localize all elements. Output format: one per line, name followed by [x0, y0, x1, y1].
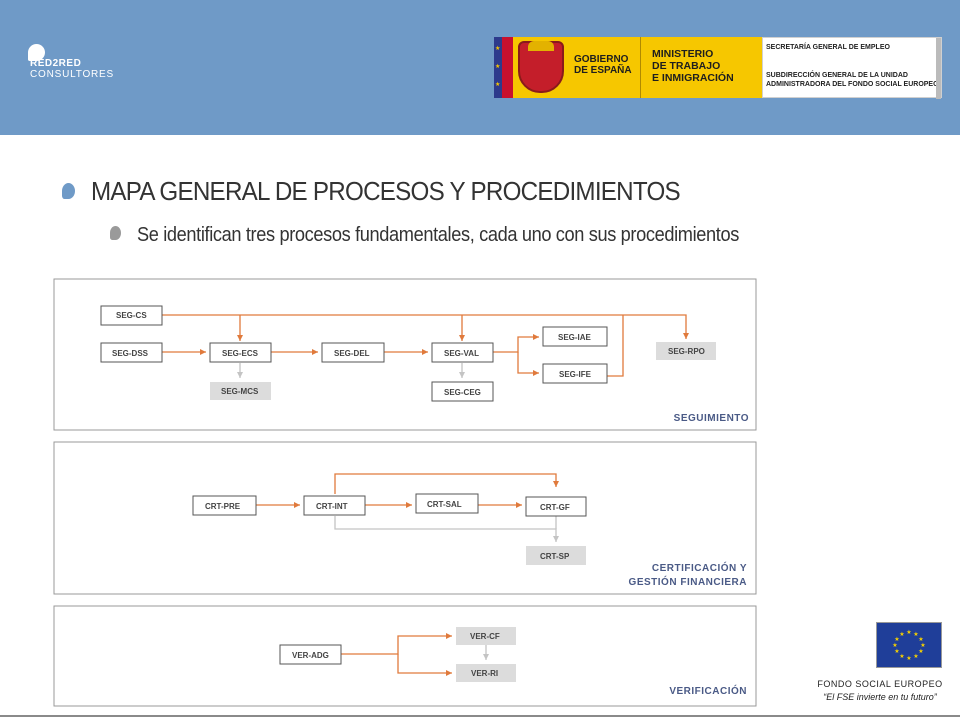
svg-text:SEG-ECS: SEG-ECS: [222, 349, 259, 358]
svg-text:SEG-IFE: SEG-IFE: [559, 370, 592, 379]
panel-label-seguimiento: SEGUIMIENTO: [674, 413, 749, 424]
svg-text:VER-ADG: VER-ADG: [292, 651, 329, 660]
ministerio-text: MINISTERIO DE TRABAJO E INMIGRACIÓN: [652, 48, 734, 84]
svg-text:SEG-CS: SEG-CS: [116, 311, 147, 320]
svg-text:CRT-INT: CRT-INT: [316, 502, 348, 511]
panel-verificacion: [53, 605, 757, 707]
node-seg-ecs: SEG-ECS: [209, 342, 272, 363]
subdireccion-text: SUBDIRECCIÓN GENERAL DE LA UNIDAD ADMINI…: [766, 72, 939, 88]
slide-subtitle: Se identifican tres procesos fundamental…: [137, 224, 739, 246]
svg-text:★: ★: [894, 648, 899, 655]
svg-text:SEG-VAL: SEG-VAL: [444, 349, 479, 358]
subtitle-bullet-icon: [110, 226, 121, 240]
node-ver-cf: VER-CF: [456, 627, 516, 645]
fse-slogan: “El FSE invierte en tu futuro”: [823, 692, 937, 702]
svg-text:★: ★: [918, 648, 923, 655]
node-crt-gf: CRT-GF: [525, 496, 587, 517]
title-bullet-icon: [62, 183, 75, 199]
svg-text:★: ★: [920, 642, 925, 649]
panel-label-certificacion-2: GESTIÓN FINANCIERA: [629, 575, 747, 588]
node-ver-adg: VER-ADG: [279, 644, 342, 665]
eu-flag-icon: ★ ★ ★ ★ ★ ★ ★ ★ ★ ★ ★ ★: [876, 622, 942, 668]
panel-label-certificacion-1: CERTIFICACIÓN Y: [652, 561, 747, 574]
svg-text:★: ★: [906, 655, 911, 662]
bottom-divider: [0, 715, 960, 717]
svg-text:CRT-SAL: CRT-SAL: [427, 500, 462, 509]
node-seg-rpo: SEG-RPO: [656, 342, 716, 360]
panel-seguimiento: [53, 278, 757, 431]
svg-text:SEG-MCS: SEG-MCS: [221, 387, 259, 396]
svg-text:VER-RI: VER-RI: [471, 669, 498, 678]
svg-text:★: ★: [894, 636, 899, 643]
node-seg-cs: SEG-CS: [100, 305, 163, 326]
node-crt-sal: CRT-SAL: [415, 493, 479, 514]
gobierno-logo: ★ ★ ★ GOBIERNO DE ESPAÑA MINISTERIO DE T…: [494, 37, 762, 98]
svg-text:VER-CF: VER-CF: [470, 632, 500, 641]
svg-text:SEG-DSS: SEG-DSS: [112, 349, 149, 358]
coat-of-arms-icon: [518, 41, 564, 93]
svg-text:★: ★: [906, 629, 911, 636]
node-crt-pre: CRT-PRE: [192, 495, 257, 516]
svg-text:★: ★: [918, 636, 923, 643]
svg-text:CRT-GF: CRT-GF: [540, 503, 570, 512]
svg-text:SEG-CEG: SEG-CEG: [444, 388, 481, 397]
fse-caption: FONDO SOCIAL EUROPEO: [817, 679, 943, 689]
svg-text:★: ★: [913, 653, 918, 660]
logo-line-1: RED2RED: [30, 58, 82, 69]
svg-text:★: ★: [913, 631, 918, 638]
svg-text:SEG-RPO: SEG-RPO: [668, 347, 705, 356]
svg-text:CRT-SP: CRT-SP: [540, 552, 570, 561]
node-crt-int: CRT-INT: [303, 495, 366, 516]
svg-text:SEG-DEL: SEG-DEL: [334, 349, 370, 358]
svg-text:★: ★: [899, 653, 904, 660]
node-seg-iae: SEG-IAE: [542, 326, 608, 347]
node-seg-val: SEG-VAL: [431, 342, 494, 363]
node-ver-ri: VER-RI: [456, 664, 516, 682]
node-crt-sp: CRT-SP: [526, 546, 586, 565]
gobierno-text: GOBIERNO DE ESPAÑA: [574, 54, 632, 76]
speech-bubble-icon: [28, 44, 45, 61]
svg-text:CRT-PRE: CRT-PRE: [205, 502, 241, 511]
slide-title: MAPA GENERAL DE PROCESOS Y PROCEDIMIENTO…: [91, 176, 681, 206]
node-seg-del: SEG-DEL: [321, 342, 385, 363]
secretaria-text: SECRETARÍA GENERAL DE EMPLEO: [766, 44, 890, 51]
panel-label-verificacion: VERIFICACIÓN: [669, 684, 747, 697]
node-seg-ife: SEG-IFE: [542, 363, 608, 384]
svg-text:SEG-IAE: SEG-IAE: [558, 333, 592, 342]
header-band: RED2RED CONSULTORES ★ ★ ★ GOBIERNO DE ES…: [0, 0, 960, 135]
node-seg-ceg: SEG-CEG: [431, 381, 494, 402]
node-seg-dss: SEG-DSS: [100, 342, 163, 363]
node-seg-mcs: SEG-MCS: [210, 382, 271, 400]
secretaria-box: SECRETARÍA GENERAL DE EMPLEO SUBDIRECCIÓ…: [762, 37, 942, 99]
logo-line-2: CONSULTORES: [30, 69, 115, 80]
svg-text:★: ★: [899, 631, 904, 638]
spain-eu-flag-icon: ★ ★ ★: [494, 37, 513, 98]
svg-text:★: ★: [892, 642, 897, 649]
panel-certificacion: [53, 441, 757, 595]
